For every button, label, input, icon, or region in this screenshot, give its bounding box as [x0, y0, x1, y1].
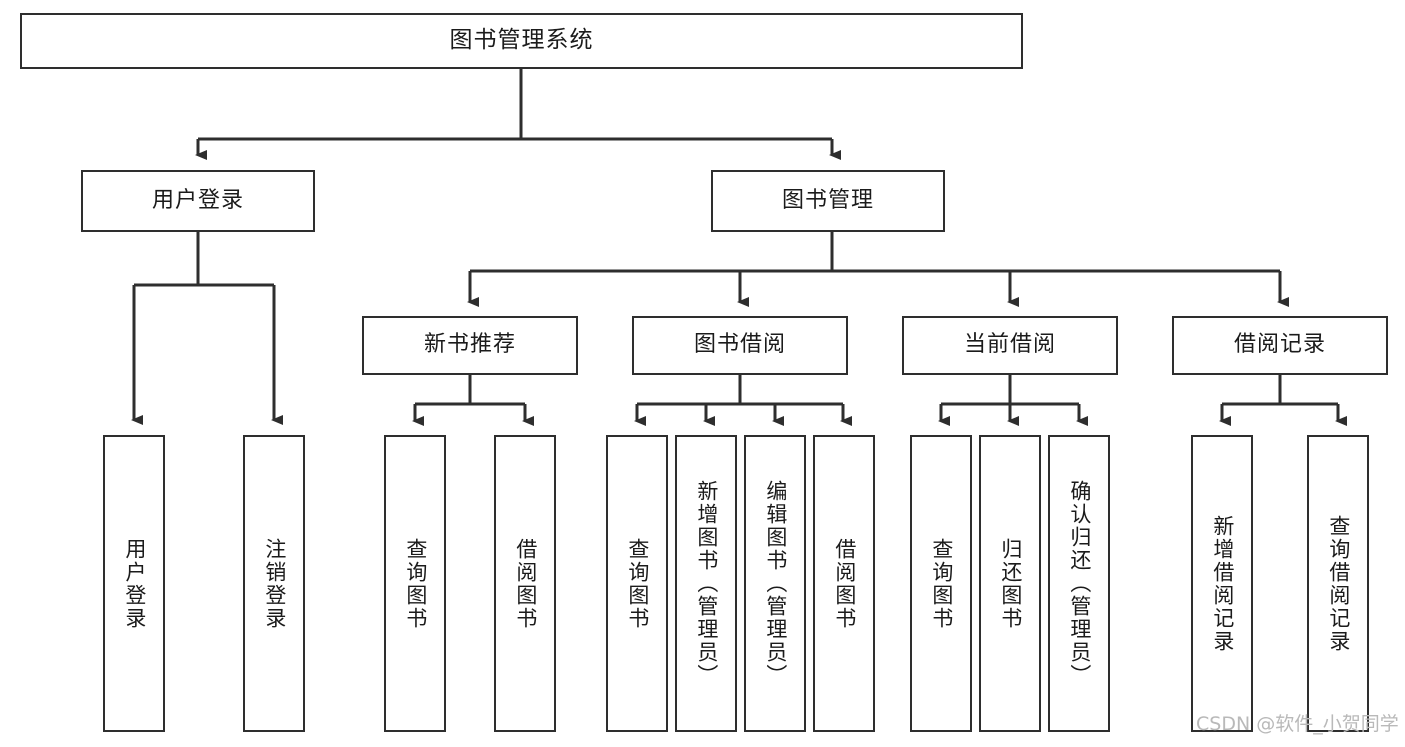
- leaf-logout[interactable]: 注销登录: [243, 435, 305, 732]
- node-book-borrow[interactable]: 图书借阅: [632, 316, 848, 375]
- leaf-label: 新增图书（管理员）: [694, 480, 719, 687]
- node-book-manage[interactable]: 图书管理: [711, 170, 945, 232]
- leaf-borrow-book[interactable]: 借阅图书: [813, 435, 875, 732]
- leaf-label: 编辑图书（管理员）: [763, 480, 788, 687]
- leaf-query-borrow-record[interactable]: 查询借阅记录: [1307, 435, 1369, 732]
- node-user-login[interactable]: 用户登录: [81, 170, 315, 232]
- leaf-label: 注销登录: [262, 537, 287, 630]
- node-new-book-recommend[interactable]: 新书推荐: [362, 316, 578, 375]
- leaf-label: 查询借阅记录: [1326, 514, 1351, 653]
- leaf-query-book-recommend[interactable]: 查询图书: [384, 435, 446, 732]
- leaf-confirm-return-admin[interactable]: 确认归还（管理员）: [1048, 435, 1110, 732]
- leaf-label: 确认归还（管理员）: [1067, 480, 1092, 687]
- node-root-system[interactable]: 图书管理系统: [20, 13, 1023, 69]
- leaf-label: 借阅图书: [513, 537, 538, 630]
- node-borrow-record[interactable]: 借阅记录: [1172, 316, 1388, 375]
- leaf-label: 查询图书: [625, 537, 650, 630]
- leaf-label: 查询图书: [403, 537, 428, 630]
- leaf-user-login[interactable]: 用户登录: [103, 435, 165, 732]
- leaf-add-book-admin[interactable]: 新增图书（管理员）: [675, 435, 737, 732]
- leaf-return-book[interactable]: 归还图书: [979, 435, 1041, 732]
- watermark-text: CSDN @软件_小贺同学: [1196, 713, 1399, 735]
- leaf-query-book-borrow[interactable]: 查询图书: [606, 435, 668, 732]
- leaf-add-borrow-record[interactable]: 新增借阅记录: [1191, 435, 1253, 732]
- leaf-label: 查询图书: [929, 537, 954, 630]
- leaf-label: 归还图书: [998, 537, 1023, 630]
- leaf-label: 借阅图书: [832, 537, 857, 630]
- leaf-borrow-book-recommend[interactable]: 借阅图书: [494, 435, 556, 732]
- leaf-edit-book-admin[interactable]: 编辑图书（管理员）: [744, 435, 806, 732]
- leaf-label: 用户登录: [122, 537, 147, 630]
- leaf-label: 新增借阅记录: [1210, 514, 1235, 653]
- node-current-borrow[interactable]: 当前借阅: [902, 316, 1118, 375]
- leaf-query-book-current[interactable]: 查询图书: [910, 435, 972, 732]
